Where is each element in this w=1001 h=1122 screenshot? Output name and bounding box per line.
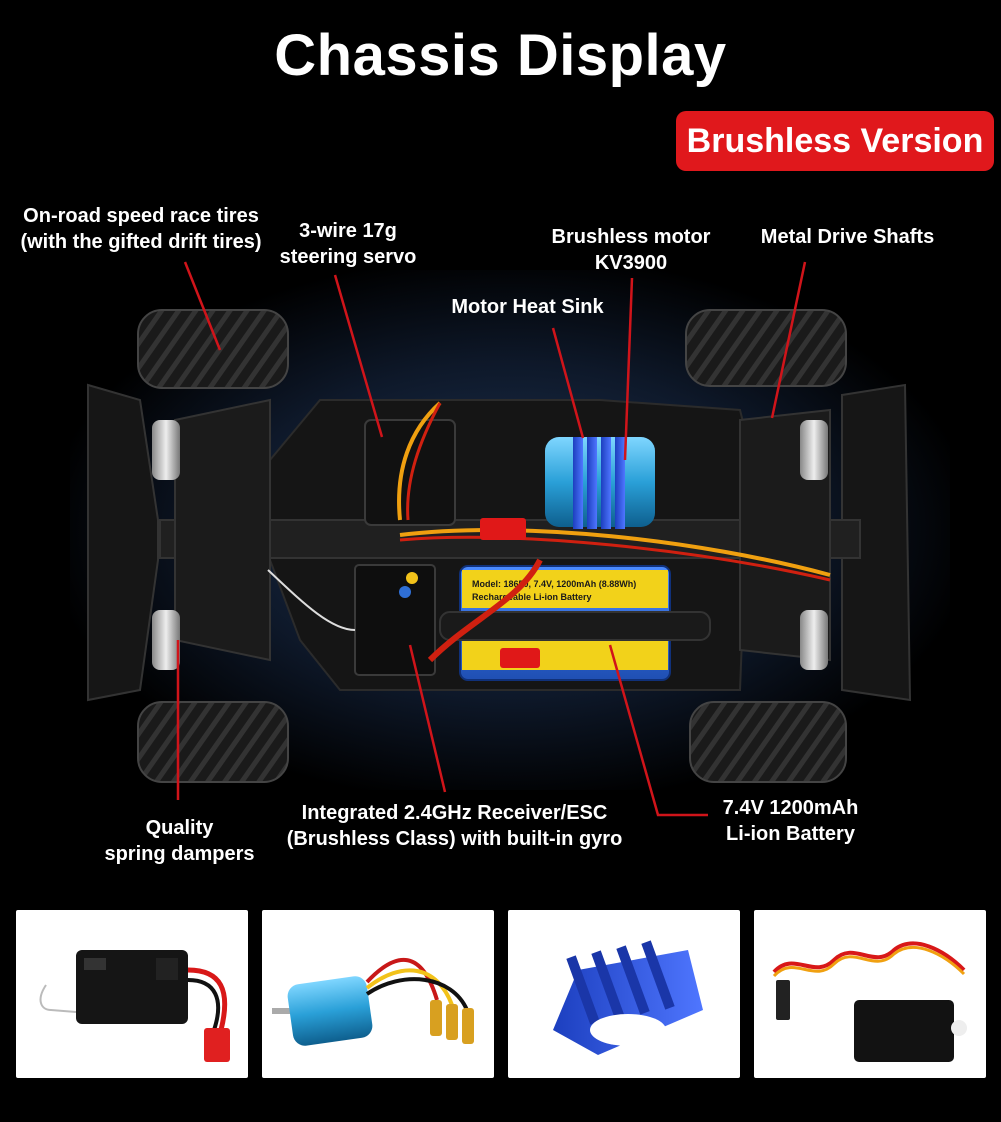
receiver-esc-image	[39, 950, 230, 1062]
callout-line-drive-shafts	[770, 261, 807, 419]
tile-steering-servo	[754, 910, 986, 1078]
label-servo: 3-wire 17g steering servo	[279, 220, 417, 268]
steering-servo-image	[772, 941, 967, 1062]
brushless-motor-image	[272, 957, 474, 1046]
version-badge: Brushless Version	[676, 111, 994, 171]
label-battery: 7.4V 1200mAh Li-ion Battery	[722, 797, 859, 845]
callout-line-battery	[608, 644, 708, 817]
callout-lines	[176, 261, 807, 817]
tile-heat-sink	[508, 910, 740, 1078]
tire-rear-left	[137, 701, 289, 783]
tire-front-left	[137, 309, 289, 389]
heat-sink-image	[553, 940, 703, 1055]
label-receiver: Integrated 2.4GHz Receiver/ESC (Brushles…	[286, 802, 623, 850]
tire-rear-right	[689, 701, 847, 783]
label-dampers: Quality spring dampers	[104, 817, 255, 865]
callout-line-servo	[333, 274, 384, 438]
tile-brushless-motor	[262, 910, 494, 1078]
tile-receiver-esc	[16, 910, 248, 1078]
battery-print-line1: Model: 18650, 7.4V, 1200mAh (8.88Wh)	[472, 579, 636, 589]
label-motor: Brushless motor KV3900	[551, 226, 711, 274]
callout-line-tires	[183, 261, 222, 351]
page-title: Chassis Display	[274, 23, 727, 88]
callout-line-motor	[623, 277, 634, 461]
label-drive-shafts: Metal Drive Shafts	[760, 226, 935, 248]
tire-front-right	[685, 309, 847, 387]
chassis-illustration: Model: 18650, 7.4V, 1200mAh (8.88Wh) Rec…	[87, 309, 912, 783]
callout-line-heat-sink	[551, 327, 585, 439]
battery-print-line2: Rechargeable Li-ion Battery	[472, 592, 592, 602]
label-tires: On-road speed race tires (with the gifte…	[20, 205, 262, 253]
callout-line-receiver	[408, 644, 447, 793]
label-heat-sink: Motor Heat Sink	[451, 296, 604, 318]
